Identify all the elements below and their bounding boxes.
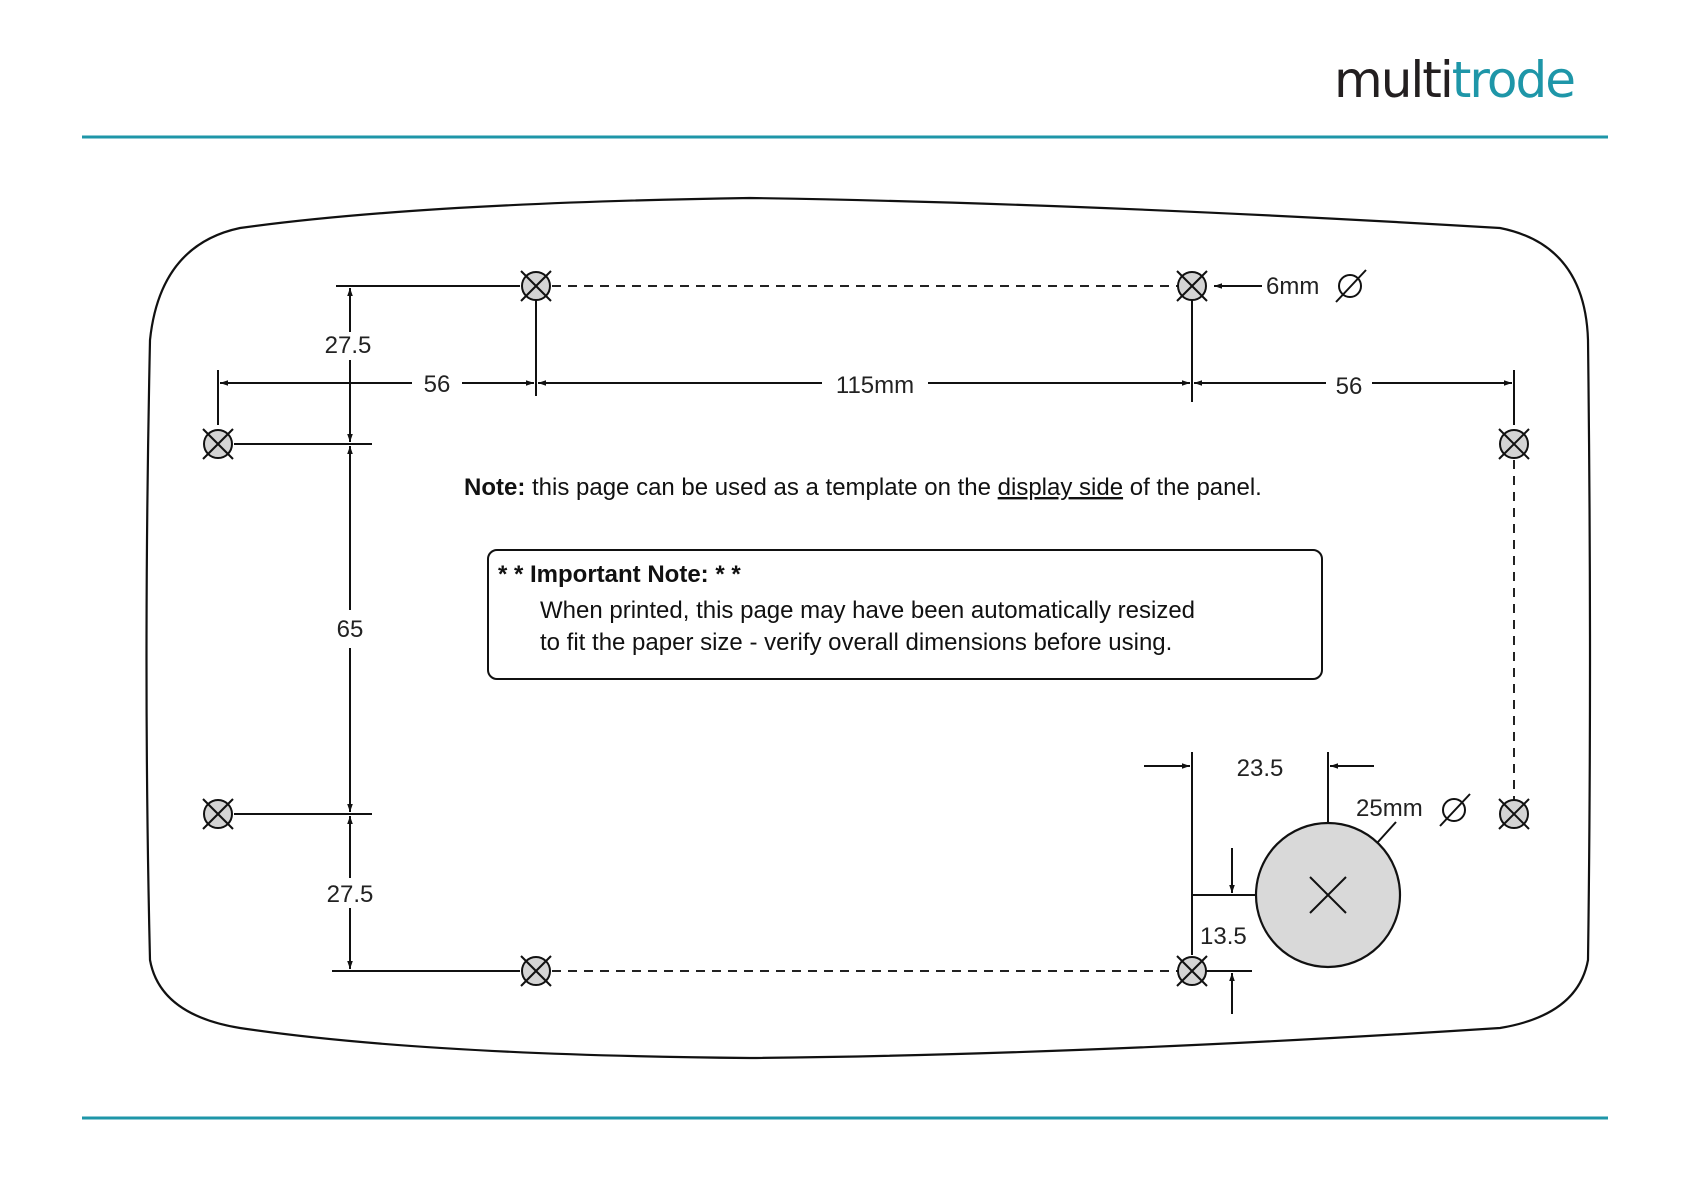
important-note-line-2: to fit the paper size - verify overall d… <box>540 629 1172 656</box>
important-note-line-1: When printed, this page may have been au… <box>540 597 1195 624</box>
multitrode-logo: multitrode <box>1334 51 1574 109</box>
diameter-symbol-icon <box>1336 270 1366 302</box>
dim-center-width-label: 115mm <box>836 372 914 399</box>
dim-hole-diameter-label: 6mm <box>1266 273 1319 300</box>
dim-vertical-span-label: 65 <box>337 616 364 643</box>
mounting-hole <box>521 271 551 301</box>
template-note: Note: this page can be used as a templat… <box>464 474 1262 501</box>
dim-top-offset-label: 27.5 <box>325 332 372 359</box>
dim-large-hole-diameter-label: 25mm <box>1356 795 1423 822</box>
dim-left-width-label: 56 <box>424 371 451 398</box>
mounting-hole <box>1499 799 1529 829</box>
dim-bottom-offset-label: 27.5 <box>327 881 374 908</box>
important-note-title: * * Important Note: * * <box>498 561 741 588</box>
svg-text:multitrode: multitrode <box>1334 51 1574 109</box>
dim-right-width-label: 56 <box>1336 373 1363 400</box>
mounting-hole <box>1499 429 1529 459</box>
dim-large-hole-offset-x-label: 23.5 <box>1237 755 1284 782</box>
mounting-hole <box>203 799 233 829</box>
large-hole <box>1256 823 1400 967</box>
mounting-hole <box>521 956 551 986</box>
mounting-hole <box>1177 956 1207 986</box>
diameter-symbol-icon <box>1440 794 1470 826</box>
mounting-hole <box>1177 271 1207 301</box>
important-note-box: * * Important Note: * * When printed, th… <box>488 550 1322 679</box>
mounting-hole <box>203 429 233 459</box>
dim-large-hole-offset-y-label: 13.5 <box>1200 923 1247 950</box>
